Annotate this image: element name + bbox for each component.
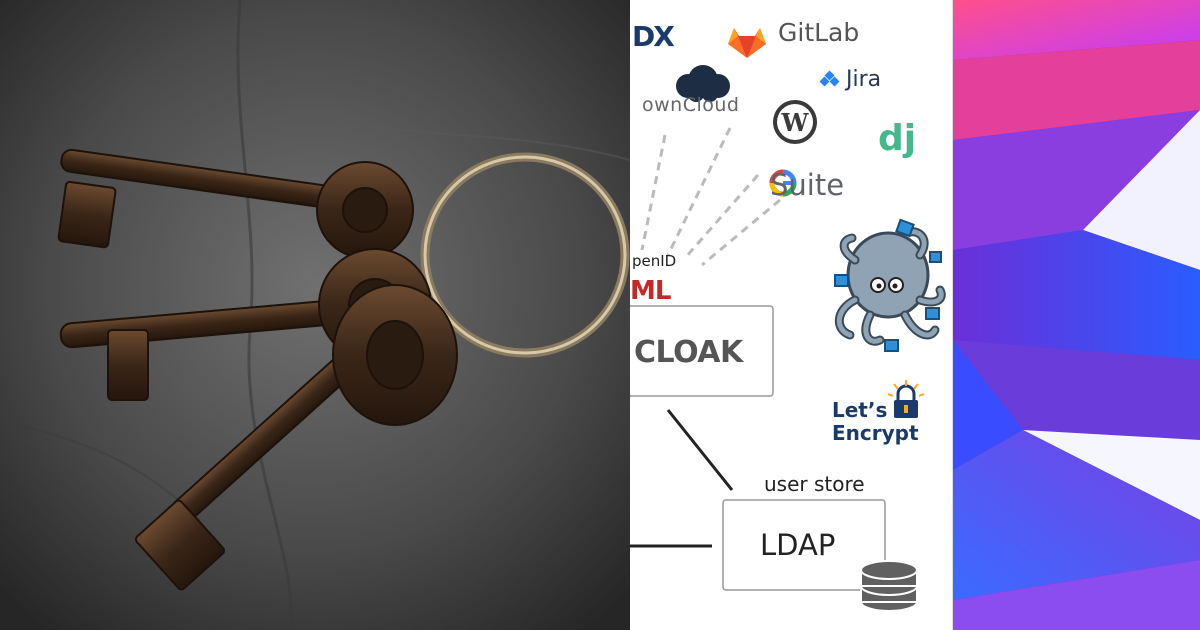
docker-compose-octopus-icon <box>834 218 946 352</box>
jira-label: Jira <box>846 67 882 92</box>
keycloak-ldap-connector <box>666 409 734 491</box>
gitlab-icon <box>728 28 766 58</box>
keycloak-box <box>630 305 774 397</box>
owncloud-icon <box>676 65 730 102</box>
google-g-icon <box>769 169 797 197</box>
ldap-box <box>722 499 886 591</box>
key-bottom <box>134 284 458 591</box>
keys-illustration <box>0 0 630 630</box>
diagram-graphics: W <box>630 28 946 612</box>
letsencrypt-label-line2: Encrypt <box>832 421 919 445</box>
abstract-polygons <box>953 0 1200 630</box>
jira-icon <box>819 70 840 87</box>
sso-architecture-diagram: W <box>630 0 953 630</box>
abstract-gradient-panel <box>953 0 1200 630</box>
keycloak-label: CLOAK <box>634 335 743 370</box>
ldap-label: LDAP <box>760 528 836 562</box>
gitlab-label: GitLab <box>778 18 860 47</box>
gsuite-label: Suite <box>770 168 845 202</box>
wordpress-icon: W <box>773 100 817 144</box>
openid-label: penID <box>632 252 677 270</box>
saml-label: ML <box>630 276 671 306</box>
owncloud-label: ownCloud <box>642 94 740 116</box>
svg-text:W: W <box>781 108 810 137</box>
letsencrypt-label-line1: Let’s <box>832 398 888 422</box>
django-label: dj <box>878 118 917 159</box>
user-store-label: user store <box>764 472 865 496</box>
letsencrypt-lock-icon <box>887 380 925 418</box>
keys-photo <box>0 0 630 630</box>
partial-logo-label: DX <box>632 20 675 53</box>
database-icon <box>860 560 918 612</box>
